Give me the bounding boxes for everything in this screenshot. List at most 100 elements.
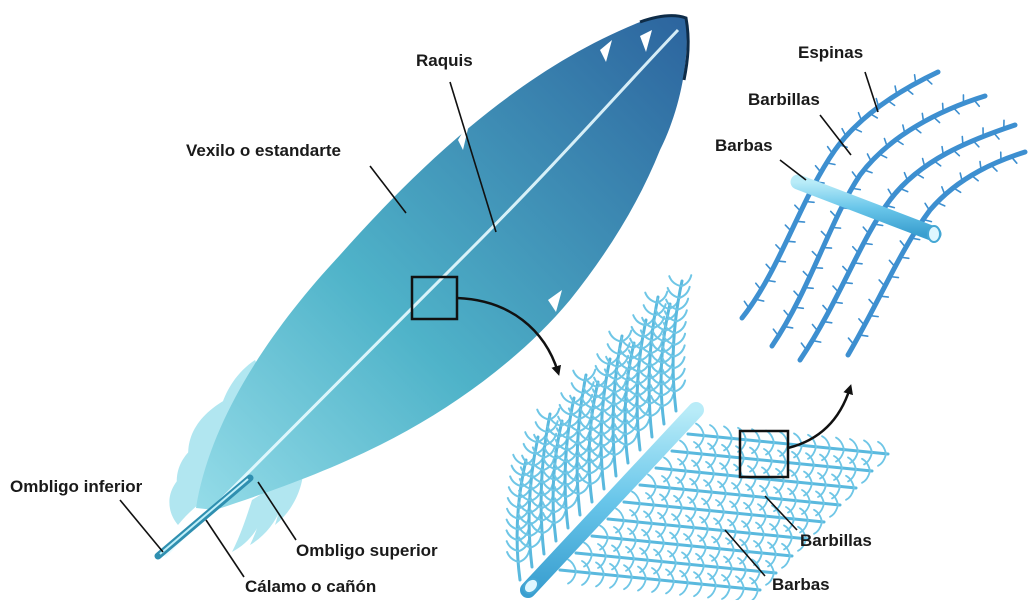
hooklet	[896, 140, 903, 145]
barbule	[802, 502, 810, 514]
barbule	[692, 472, 700, 484]
barbs-detail	[507, 275, 888, 600]
barbule	[614, 539, 622, 551]
barbule	[782, 556, 790, 568]
barbule	[660, 506, 668, 518]
barbule	[610, 576, 618, 588]
barbule	[770, 536, 778, 548]
barbule	[792, 464, 800, 476]
barbule	[690, 491, 698, 503]
hooklet	[880, 296, 888, 297]
hooklet	[832, 228, 841, 229]
zoom-box-barbs	[740, 431, 788, 477]
barbule	[708, 586, 716, 598]
label-espinas: Espinas	[798, 44, 863, 61]
hooklet	[823, 248, 832, 249]
barbule	[675, 345, 685, 356]
barbule	[567, 498, 577, 509]
barbule	[584, 555, 592, 567]
barbule	[862, 471, 870, 483]
barbule	[790, 482, 798, 494]
barbule	[663, 395, 673, 406]
barbule	[820, 467, 828, 479]
barbule	[834, 468, 842, 480]
hooklet	[834, 302, 842, 303]
hooklet	[806, 201, 814, 202]
barbule	[718, 494, 726, 506]
hooklet	[744, 301, 749, 308]
barbule	[720, 475, 728, 487]
label-ombligo-inferior: Ombligo inferior	[10, 478, 142, 495]
barbule	[668, 288, 680, 298]
barbule	[675, 357, 685, 368]
barbule	[744, 515, 752, 527]
barbule	[651, 405, 661, 416]
label-barbillas-bottom: Barbillas	[800, 532, 872, 549]
barbule	[832, 486, 840, 498]
barbule	[806, 465, 814, 477]
barbule	[537, 410, 549, 420]
barbule	[600, 538, 608, 550]
barbule	[686, 528, 694, 540]
barbule	[804, 484, 812, 496]
barbule	[788, 501, 796, 513]
barbule	[568, 572, 576, 584]
barbule	[680, 453, 688, 465]
barbule	[706, 474, 714, 486]
label-barbas-bottom: Barbas	[772, 576, 830, 593]
hooklet	[854, 263, 862, 264]
barbule	[694, 454, 702, 466]
hooklet	[795, 307, 803, 308]
hooklet	[870, 316, 878, 317]
barbule	[582, 573, 590, 585]
barbule	[543, 522, 553, 533]
hooklet	[888, 100, 895, 105]
barbule	[675, 369, 685, 380]
hooklet	[796, 221, 805, 222]
barbule	[536, 422, 548, 432]
barbule	[752, 571, 760, 583]
barbule	[724, 438, 732, 450]
barbule	[740, 552, 748, 564]
label-raquis: Raquis	[416, 52, 473, 69]
barbule	[816, 503, 824, 515]
barbule	[766, 443, 774, 455]
barbule	[666, 581, 674, 593]
barbule	[764, 461, 772, 473]
barbule	[612, 557, 620, 569]
barbule	[669, 276, 681, 286]
barbule	[624, 577, 632, 589]
barbule	[598, 556, 606, 568]
barbule	[646, 505, 654, 517]
barbule-strand	[848, 152, 1025, 355]
hooklet	[864, 243, 872, 244]
barbule	[776, 481, 784, 493]
barbule	[654, 562, 662, 574]
barbule	[772, 518, 780, 530]
barbule	[708, 455, 716, 467]
barbule	[694, 584, 702, 596]
hooklet	[805, 288, 814, 289]
barbule	[682, 564, 690, 576]
barbule	[752, 441, 760, 453]
barbule	[591, 473, 601, 484]
barbule	[700, 529, 708, 541]
hooklet	[814, 268, 823, 269]
barbule	[603, 459, 613, 470]
barbules-detail	[742, 72, 1025, 360]
barbule	[675, 334, 685, 345]
barbule	[652, 580, 660, 592]
barbule	[878, 454, 886, 466]
barbule	[656, 543, 664, 555]
barbule	[648, 487, 656, 499]
barbule	[722, 587, 730, 599]
label-calamo: Cálamo o cañón	[245, 578, 376, 595]
barbule	[734, 477, 742, 489]
right-barb-rod	[798, 182, 934, 234]
barbule	[784, 537, 792, 549]
barbule	[818, 485, 826, 497]
barbule	[702, 511, 710, 523]
barbule	[696, 436, 704, 448]
hooklet	[787, 241, 796, 242]
